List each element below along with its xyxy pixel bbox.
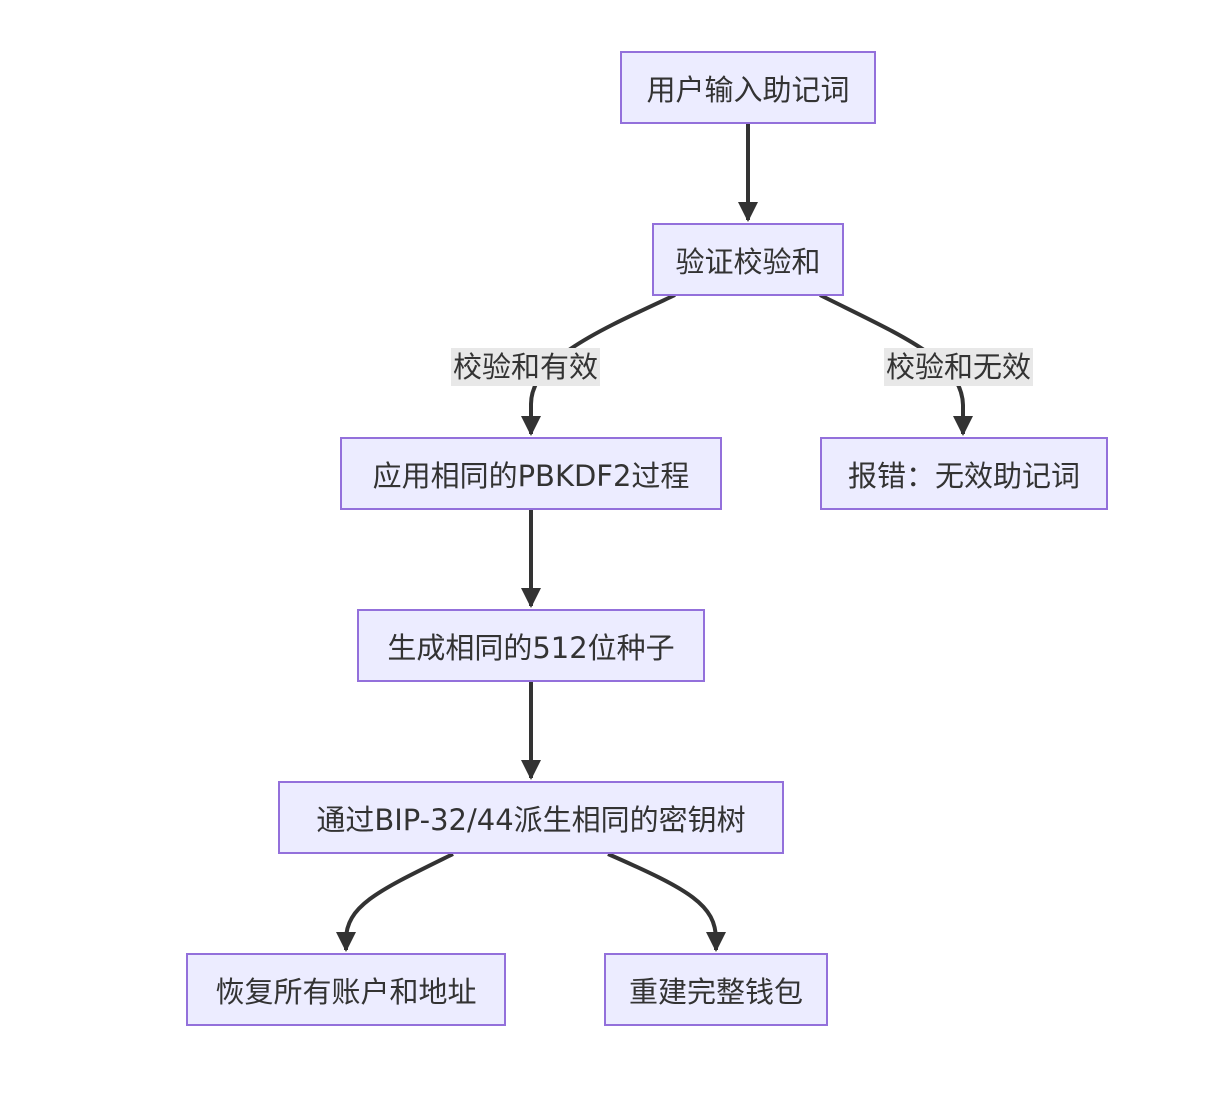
edge-label-invalid: 校验和无效 xyxy=(884,348,1034,386)
node-derive-keytree: 通过BIP-32/44派生相同的密钥树 xyxy=(278,781,784,854)
node-apply-pbkdf2: 应用相同的PBKDF2过程 xyxy=(340,437,722,510)
node-input-mnemonic: 用户输入助记词 xyxy=(620,51,876,124)
node-rebuild-wallet: 重建完整钱包 xyxy=(604,953,828,1026)
node-label: 通过BIP-32/44派生相同的密钥树 xyxy=(316,802,746,837)
node-label: 验证校验和 xyxy=(675,244,821,279)
node-label: 用户输入助记词 xyxy=(646,72,850,107)
node-label: 重建完整钱包 xyxy=(628,974,803,1009)
node-generate-seed: 生成相同的512位种子 xyxy=(357,609,705,682)
edge-derive-to-accounts xyxy=(336,852,454,952)
node-error-invalid: 报错：无效助记词 xyxy=(820,437,1108,510)
node-verify-checksum: 验证校验和 xyxy=(652,223,844,296)
edge-label-valid: 校验和有效 xyxy=(451,348,601,386)
node-label: 生成相同的512位种子 xyxy=(387,630,675,665)
edge-derive-to-wallet xyxy=(607,852,726,952)
node-label: 应用相同的PBKDF2过程 xyxy=(372,458,690,493)
node-label: 恢复所有账户和地址 xyxy=(215,974,477,1009)
node-label: 报错：无效助记词 xyxy=(847,458,1080,493)
node-restore-accounts: 恢复所有账户和地址 xyxy=(186,953,506,1026)
